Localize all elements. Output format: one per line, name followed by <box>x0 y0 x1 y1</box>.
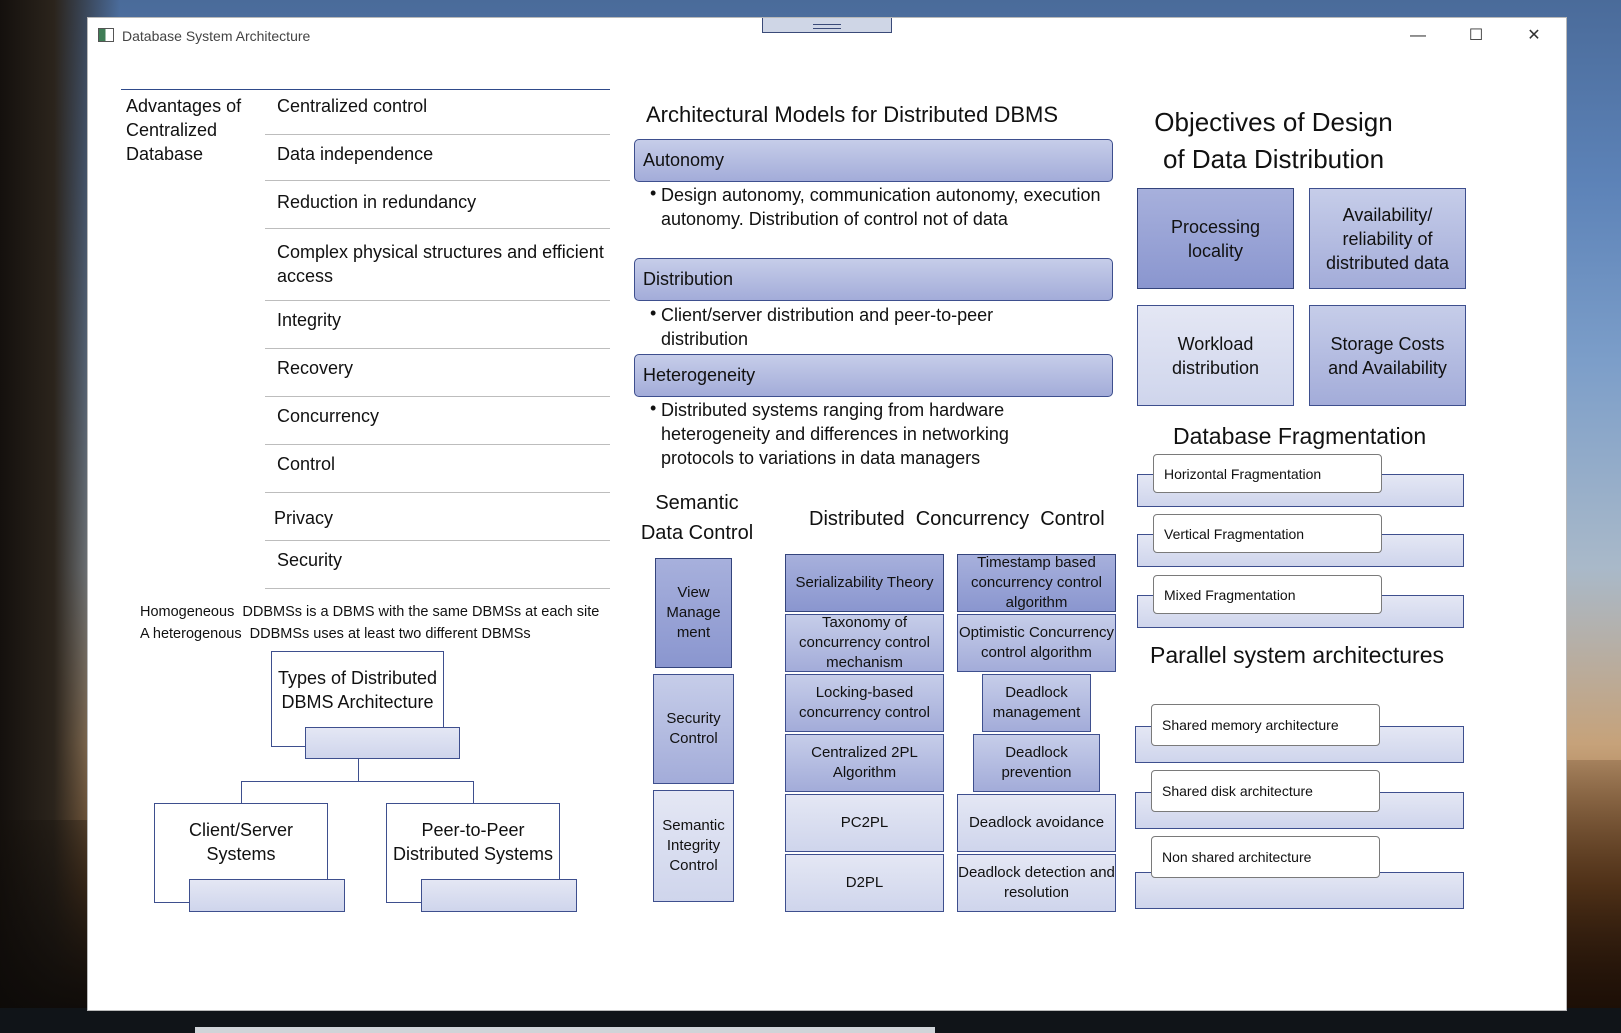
advantage-item: Reduction in redundancy <box>277 192 477 212</box>
non-shared-architecture: Non shared architecture <box>1151 836 1380 878</box>
concurrency-left-item: Serializability Theory <box>785 554 944 612</box>
objective-processing-locality: Processing locality <box>1137 188 1294 289</box>
security-control-box: Security Control <box>653 674 734 784</box>
heterogeneity-label: Heterogeneity <box>643 365 756 385</box>
horizontal-fragmentation: Horizontal Fragmentation <box>1153 454 1382 493</box>
distribution-bar: Distribution <box>634 258 1113 301</box>
client-server-label: Client/Server Systems <box>188 820 294 864</box>
app-icon <box>98 28 114 42</box>
advantage-item: Control <box>277 454 336 474</box>
row-divider <box>265 348 610 349</box>
row-divider <box>265 444 610 445</box>
distribution-bullet: Client/server distribution and peer-to-p… <box>661 305 994 349</box>
shared-disk-architecture: Shared disk architecture <box>1151 770 1380 812</box>
bullet-icon: • <box>650 183 657 203</box>
concurrency-left-item: Locking-based concurrency control <box>785 674 944 732</box>
minimize-button[interactable]: — <box>1410 27 1426 44</box>
client-server-tab <box>189 879 345 912</box>
arch-models-title: Architectural Models for Distributed DBM… <box>646 102 1059 127</box>
concurrency-left-item: Taxonomy of concurrency control mechanis… <box>785 614 944 672</box>
heterogeneity-bullet: Distributed systems ranging from hardwar… <box>661 400 1009 468</box>
mixed-fragmentation: Mixed Fragmentation <box>1153 575 1382 614</box>
row-divider <box>265 134 610 135</box>
row-divider <box>265 300 610 301</box>
close-button[interactable]: ✕ <box>1527 27 1541 44</box>
view-management-box: View Manage ment <box>655 558 732 668</box>
distribution-label: Distribution <box>643 269 734 289</box>
taskbar-strip <box>195 1027 935 1033</box>
bullet-icon: • <box>650 398 657 418</box>
advantage-item: Privacy <box>274 508 334 528</box>
autonomy-bar: Autonomy <box>634 139 1113 182</box>
row-divider <box>265 492 610 493</box>
tree-connector <box>241 781 242 803</box>
table-top-rule <box>121 89 610 90</box>
advantage-item: Integrity <box>277 310 342 330</box>
concurrency-right-item: Deadlock detection and resolution <box>957 854 1116 912</box>
heterogeneous-note: A heterogenous DDBMSs uses at least two … <box>140 626 531 642</box>
title-bar[interactable]: Database System Architecture — ☐ ✕ <box>88 18 1566 54</box>
concurrency-right-item: Deadlock avoidance <box>957 794 1116 852</box>
window-title: Database System Architecture <box>122 28 311 44</box>
objective-availability: Availability/ reliability of distributed… <box>1309 188 1466 289</box>
concurrency-left-item: PC2PL <box>785 794 944 852</box>
advantage-item: Complex physical structures and efficien… <box>277 242 604 286</box>
tree-connector <box>473 781 474 803</box>
advantage-item: Security <box>277 550 343 570</box>
row-divider <box>265 540 610 541</box>
fragmentation-title: Database Fragmentation <box>1173 423 1427 449</box>
advantage-item: Recovery <box>277 358 354 378</box>
shared-memory-architecture: Shared memory architecture <box>1151 704 1380 746</box>
autonomy-label: Autonomy <box>643 150 725 170</box>
peer-to-peer-label: Peer-to-Peer Distributed Systems <box>392 820 554 864</box>
objectives-title: Objectives of Design of Data Distributio… <box>1154 107 1393 174</box>
semantic-integrity-box: Semantic Integrity Control <box>653 790 734 902</box>
types-root-label: Types of Distributed DBMS Architecture <box>277 668 438 712</box>
app-window: Database System Architecture — ☐ ✕ Advan… <box>87 17 1567 1011</box>
concurrency-title: Distributed Concurrency Control <box>809 508 1105 530</box>
row-divider <box>265 588 610 589</box>
concurrency-right-item: Deadlock management <box>982 674 1091 732</box>
tree-connector <box>241 781 474 782</box>
concurrency-left-item: Centralized 2PL Algorithm <box>785 734 944 792</box>
bullet-icon: • <box>650 303 657 323</box>
objective-workload: Workload distribution <box>1137 305 1294 406</box>
concurrency-left-item: D2PL <box>785 854 944 912</box>
peer-to-peer-tab <box>421 879 577 912</box>
row-divider <box>265 396 610 397</box>
resize-grip-handle[interactable] <box>762 18 892 33</box>
objective-storage-costs: Storage Costs and Availability <box>1309 305 1466 406</box>
row-divider <box>265 228 610 229</box>
heterogeneity-bar: Heterogeneity <box>634 354 1113 397</box>
advantage-item: Data independence <box>277 144 434 164</box>
advantage-item: Centralized control <box>277 96 428 116</box>
advantage-item: Concurrency <box>277 406 380 426</box>
concurrency-right-item: Optimistic Concurrency control algorithm <box>957 614 1116 672</box>
tree-connector <box>358 759 359 781</box>
homogeneous-note: Homogeneous DDBMSs is a DBMS with the sa… <box>140 604 600 620</box>
concurrency-right-item: Deadlock prevention <box>973 734 1100 792</box>
advantages-heading: Advantages of Centralized Database <box>126 96 242 164</box>
parallel-title: Parallel system architectures <box>1150 642 1444 668</box>
vertical-fragmentation: Vertical Fragmentation <box>1153 514 1382 553</box>
semantic-title: Semantic Data Control <box>640 492 754 544</box>
parallel-bar <box>1135 872 1464 909</box>
row-divider <box>265 180 610 181</box>
types-root-tab <box>305 727 460 759</box>
maximize-button[interactable]: ☐ <box>1468 27 1484 44</box>
autonomy-bullet: Design autonomy, communication autonomy,… <box>661 185 1101 229</box>
concurrency-right-item: Timestamp based concurrency control algo… <box>957 554 1116 612</box>
